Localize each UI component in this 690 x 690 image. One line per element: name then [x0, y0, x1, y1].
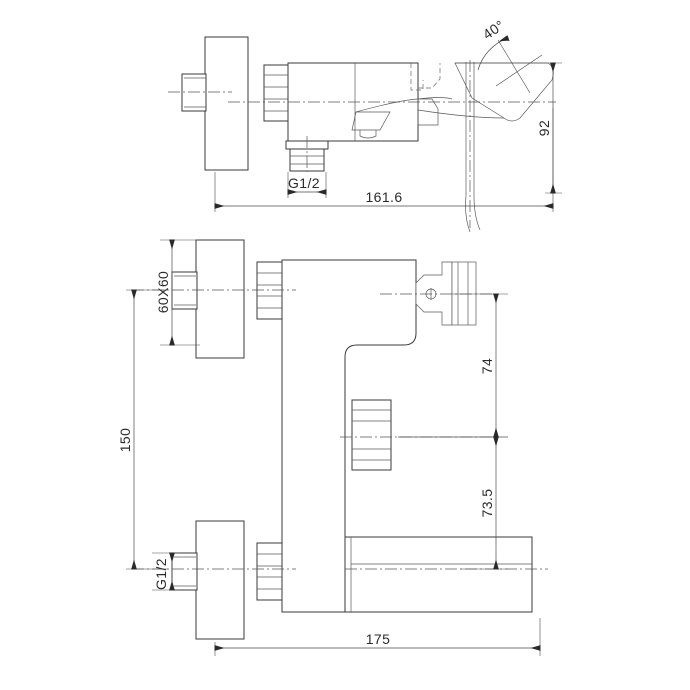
front-view-geometry	[132, 239, 548, 640]
top-view-cartridge-hidden-neck	[418, 63, 441, 89]
top-view-spout-wedge	[351, 111, 391, 131]
front-view-spout-body	[344, 536, 533, 613]
top-view-lever-shaft-right	[473, 62, 481, 231]
top-view-handle-boss	[417, 98, 439, 126]
dim-label-g12-front: G1/2	[153, 558, 169, 590]
front-view-upper-inlet-stub	[171, 271, 198, 310]
angle-40-arc	[477, 35, 510, 71]
top-view-wall-flange	[204, 36, 249, 171]
dim-label-74: 74	[479, 358, 495, 374]
front-view-diverter-knob	[351, 399, 392, 471]
dim-label-150: 150	[117, 428, 133, 453]
dim-label-175: 175	[366, 631, 391, 647]
top-view-hex-nut	[263, 64, 289, 122]
dim-label-735: 73.5	[479, 489, 495, 518]
front-view-lower-flange	[195, 520, 245, 640]
top-view-spout-aerator	[359, 130, 377, 139]
front-view-handle-hub	[415, 261, 453, 326]
front-view-handle-cap	[451, 261, 477, 326]
front-view-lower-hex-nut	[256, 542, 283, 601]
front-view-upper-hex-nut	[256, 261, 283, 320]
dim-label-92: 92	[536, 120, 552, 136]
top-view-lever-shaft-left	[465, 62, 471, 233]
top-view-spout-upper-taper	[355, 98, 419, 113]
front-view-lower-inlet-stub	[171, 552, 198, 591]
angle-40-ray-a	[497, 39, 531, 94]
front-view-body-profile	[281, 259, 417, 613]
dim-label-1616: 161.6	[365, 189, 402, 205]
dim-label-60x60: 60X60	[155, 271, 171, 313]
front-view-dimensions: 60X60 150 G1/2 74 73.5 175	[117, 239, 541, 656]
top-view-lever-handle-under-edge	[417, 109, 505, 119]
front-view-upper-flange	[195, 239, 245, 359]
top-view-handle-boss-top	[417, 97, 453, 100]
top-view-geometry: 40°	[168, 17, 556, 233]
top-view-dimensions: G1/2 161.6 92	[214, 62, 562, 212]
dim-label-g12-top: G1/2	[288, 175, 320, 191]
dim-label-angle-40: 40°	[480, 17, 507, 43]
top-view-inlet-stub	[181, 73, 207, 112]
top-view-cartridge-hidden-outline	[410, 63, 424, 91]
angle-40-ray-b	[495, 54, 543, 87]
